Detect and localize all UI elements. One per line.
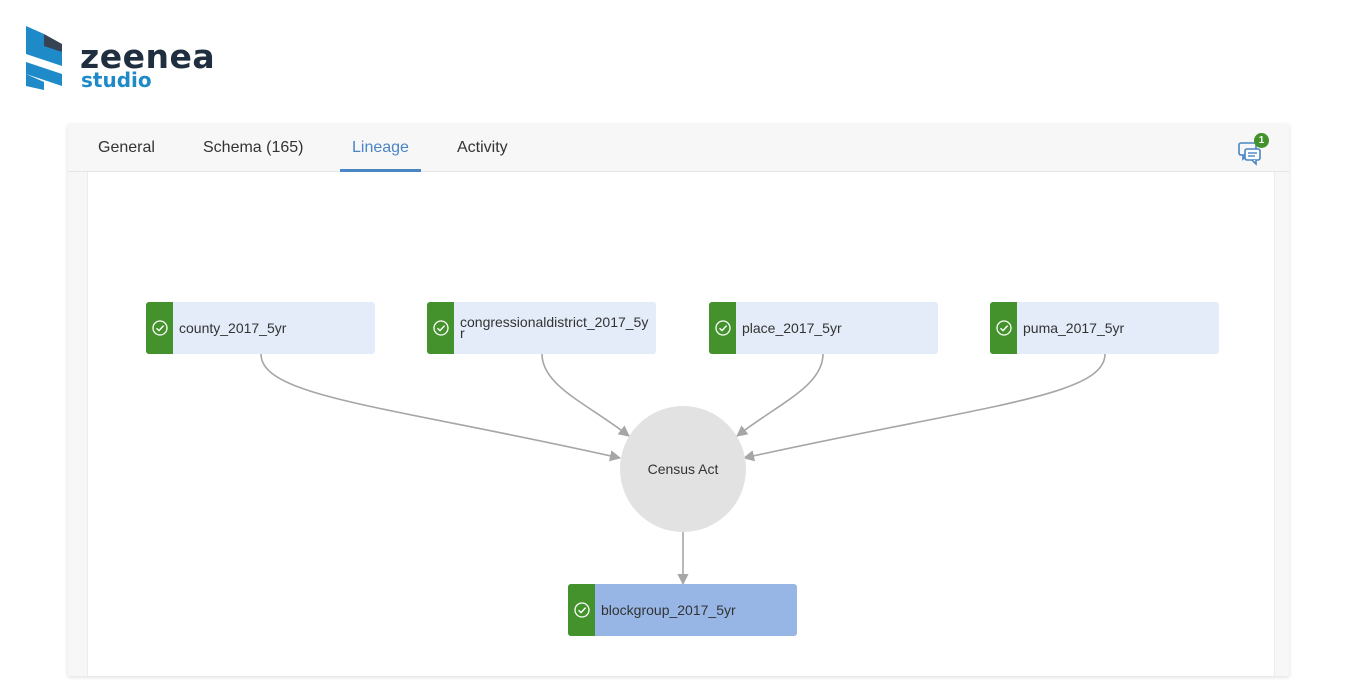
lineage-edges <box>260 353 1106 586</box>
check-circle-icon <box>568 584 595 636</box>
lineage-node-county[interactable]: county_2017_5yr <box>146 302 375 354</box>
check-circle-icon <box>427 302 454 354</box>
node-label: congressionaldistrict_2017_5yr <box>460 314 649 341</box>
edge-congressional-to-process <box>541 353 630 437</box>
tab-general[interactable]: General <box>98 139 155 156</box>
lineage-node-blockgroup[interactable]: blockgroup_2017_5yr <box>568 584 797 636</box>
tab-lineage[interactable]: Lineage <box>340 124 421 172</box>
process-label: Census Act <box>647 461 719 477</box>
tab-activity[interactable]: Activity <box>457 139 508 156</box>
brand-sub: studio <box>81 68 152 92</box>
lineage-canvas[interactable]: county_2017_5yr congressionaldistrict_20… <box>87 172 1275 676</box>
comments-badge: 1 <box>1254 133 1269 148</box>
zeenea-logo[interactable]: zeenea studio <box>26 26 226 96</box>
tab-schema[interactable]: Schema (165) <box>203 139 304 156</box>
dataset-panel: General Schema (165) Lineage Activity 1 <box>68 124 1289 676</box>
node-label: blockgroup_2017_5yr <box>601 601 736 618</box>
lineage-node-puma[interactable]: puma_2017_5yr <box>990 302 1219 354</box>
check-circle-icon <box>709 302 736 354</box>
lineage-node-place[interactable]: place_2017_5yr <box>709 302 938 354</box>
comments-button[interactable]: 1 <box>1237 133 1269 166</box>
comment-icon <box>1238 142 1261 166</box>
lineage-process-census-act[interactable]: Census Act <box>620 406 746 532</box>
node-label: county_2017_5yr <box>179 319 287 336</box>
lineage-node-congressionaldistrict[interactable]: congressionaldistrict_2017_5yr <box>427 302 656 354</box>
tab-bar: General Schema (165) Lineage Activity 1 <box>68 124 1289 172</box>
node-label: puma_2017_5yr <box>1023 319 1125 336</box>
check-circle-icon <box>146 302 173 354</box>
edge-puma-to-process <box>742 353 1106 462</box>
edge-place-to-process <box>736 353 824 437</box>
check-circle-icon <box>990 302 1017 354</box>
edge-county-to-process <box>260 353 622 462</box>
node-label: place_2017_5yr <box>742 319 842 336</box>
zeenea-logo-mark-icon <box>26 26 62 90</box>
brand-name: zeenea <box>80 37 216 76</box>
